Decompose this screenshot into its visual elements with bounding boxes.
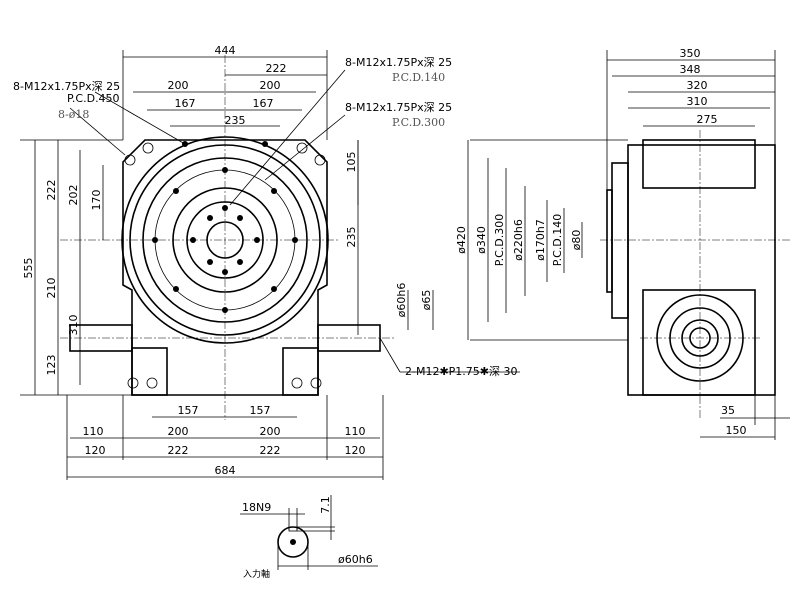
dim-222-bottom-right: 222 <box>260 444 281 457</box>
foot-left <box>131 347 168 396</box>
dim-35: 35 <box>721 404 735 417</box>
dim-235-right: 235 <box>345 227 358 248</box>
dim-110-right: 110 <box>345 425 366 438</box>
note-left-pcd: P.C.D.450 <box>67 92 120 105</box>
dim-shaft-dia: ø60h6 <box>338 553 373 566</box>
dim-275: 275 <box>697 113 718 126</box>
dim-pcd140: P.C.D.140 <box>551 214 564 267</box>
dim-120-right: 120 <box>345 444 366 457</box>
side-table-flange <box>611 162 629 319</box>
note-right-thread-2: 8-M12x1.75Px深 25 <box>345 101 452 114</box>
dim-157-left: 157 <box>178 404 199 417</box>
foot-right <box>282 347 319 396</box>
dim-202: 202 <box>67 185 80 206</box>
dim-170h7: ø170h7 <box>534 219 547 261</box>
dim-170: 170 <box>90 190 103 211</box>
dim-200-bottom-right: 200 <box>260 425 281 438</box>
dim-7-1: 7.1 <box>319 496 332 514</box>
dim-200-right: 200 <box>260 79 281 92</box>
note-right-pcd-2: P.C.D.300 <box>392 116 445 129</box>
corner-holes <box>124 142 326 389</box>
note-right-pcd-1: P.C.D.140 <box>392 71 445 84</box>
dim-350: 350 <box>680 47 701 60</box>
dim-pcd300: P.C.D.300 <box>493 214 506 267</box>
dim-167-right: 167 <box>253 97 274 110</box>
side-dimensions: 350 348 320 310 275 ø420 ø340 P.C.D.300 … <box>455 47 790 440</box>
dim-235: 235 <box>225 114 246 127</box>
shaft-center <box>290 539 296 545</box>
dim-222-bottom-left: 222 <box>168 444 189 457</box>
dim-123: 123 <box>45 355 58 376</box>
note-right-thread-1: 8-M12x1.75Px深 25 <box>345 56 452 69</box>
dim-65: ø65 <box>420 290 433 311</box>
dim-150: 150 <box>726 424 747 437</box>
dim-320: 320 <box>687 79 708 92</box>
note-left-holes: 8-ø18 <box>58 108 89 121</box>
side-view <box>600 130 790 420</box>
dim-120-left: 120 <box>85 444 106 457</box>
front-view <box>60 55 395 420</box>
note-shaft-thread: 2-M12✱P1.75✱深 30 <box>405 365 518 378</box>
dim-222: 222 <box>266 62 287 75</box>
dim-340: ø340 <box>475 226 488 254</box>
input-shaft-detail: 18N9 7.1 ø60h6 入力軸 <box>240 495 378 580</box>
dim-684: 684 <box>215 464 236 477</box>
note-left-thread: 8-M12x1.75Px深 25 <box>13 80 120 93</box>
dim-80: ø80 <box>570 230 583 251</box>
side-gear-housing <box>642 289 756 396</box>
dim-222-left: 222 <box>45 180 58 201</box>
dim-310: 310 <box>687 95 708 108</box>
dim-348: 348 <box>680 63 701 76</box>
dim-105: 105 <box>345 152 358 173</box>
dim-18n9: 18N9 <box>242 501 271 514</box>
dim-200-left: 200 <box>168 79 189 92</box>
front-dimensions: 444 222 200 200 167 167 235 8-M12x1.75Px… <box>13 44 520 480</box>
dim-444: 444 <box>215 44 236 57</box>
dim-200-bottom-left: 200 <box>168 425 189 438</box>
dim-110-left: 110 <box>83 425 104 438</box>
shaft-detail-label: 入力軸 <box>243 568 270 580</box>
dim-157-right: 157 <box>250 404 271 417</box>
side-body <box>627 144 776 396</box>
dim-555: 555 <box>22 258 35 279</box>
dim-167-left: 167 <box>175 97 196 110</box>
dim-310: 310 <box>67 315 80 336</box>
side-top-block <box>642 139 756 189</box>
dim-220h6: ø220h6 <box>512 219 525 261</box>
side-table-face <box>606 189 613 293</box>
dim-420: ø420 <box>455 226 468 254</box>
dim-210: 210 <box>45 278 58 299</box>
dim-60h6: ø60h6 <box>395 283 408 318</box>
